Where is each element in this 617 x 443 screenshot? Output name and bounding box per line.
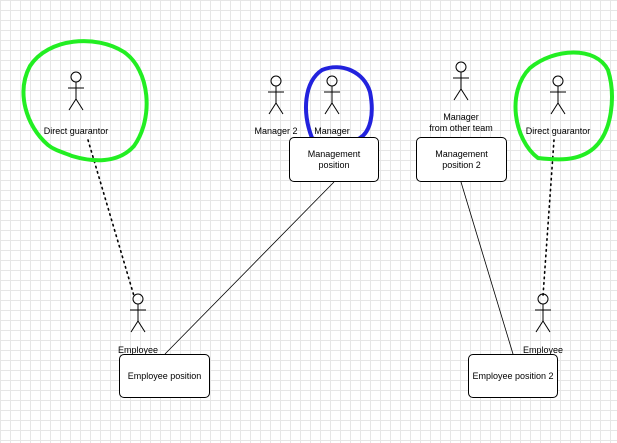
actor-employee-right[interactable] [535, 293, 551, 333]
guarantor-highlight-circle-left [21, 39, 149, 163]
management-position-box[interactable]: Management position [289, 137, 379, 182]
label-employee-left: Employee [117, 345, 159, 355]
label-manager-other-team: Manager from other team [429, 112, 493, 133]
employee-position-2-box[interactable]: Employee position 2 [468, 354, 558, 398]
label-manager-2: Manager 2 [254, 126, 298, 136]
management-employee-connector [164, 181, 335, 355]
label-employee-right: Employee [522, 345, 564, 355]
actor-manager-2[interactable] [268, 75, 284, 115]
guarantor-employee-connector-left [87, 139, 135, 297]
employee-position-box[interactable]: Employee position [119, 354, 210, 398]
management-position-2-box[interactable]: Management position 2 [416, 137, 507, 182]
actor-employee-left[interactable] [130, 293, 146, 333]
actor-manager[interactable] [324, 75, 340, 115]
label-manager: Manager [314, 126, 350, 136]
label-direct-guarantor-right: Direct guarantor [525, 126, 591, 136]
label-direct-guarantor-left: Direct guarantor [43, 126, 109, 136]
actor-direct-guarantor-left[interactable] [68, 71, 84, 111]
actor-direct-guarantor-right[interactable] [550, 75, 566, 115]
actor-manager-other-team[interactable] [453, 61, 469, 101]
management2-employee2-connector [460, 181, 514, 355]
guarantor-highlight-circle-right [513, 50, 614, 162]
guarantor-employee-connector-right [542, 139, 555, 297]
